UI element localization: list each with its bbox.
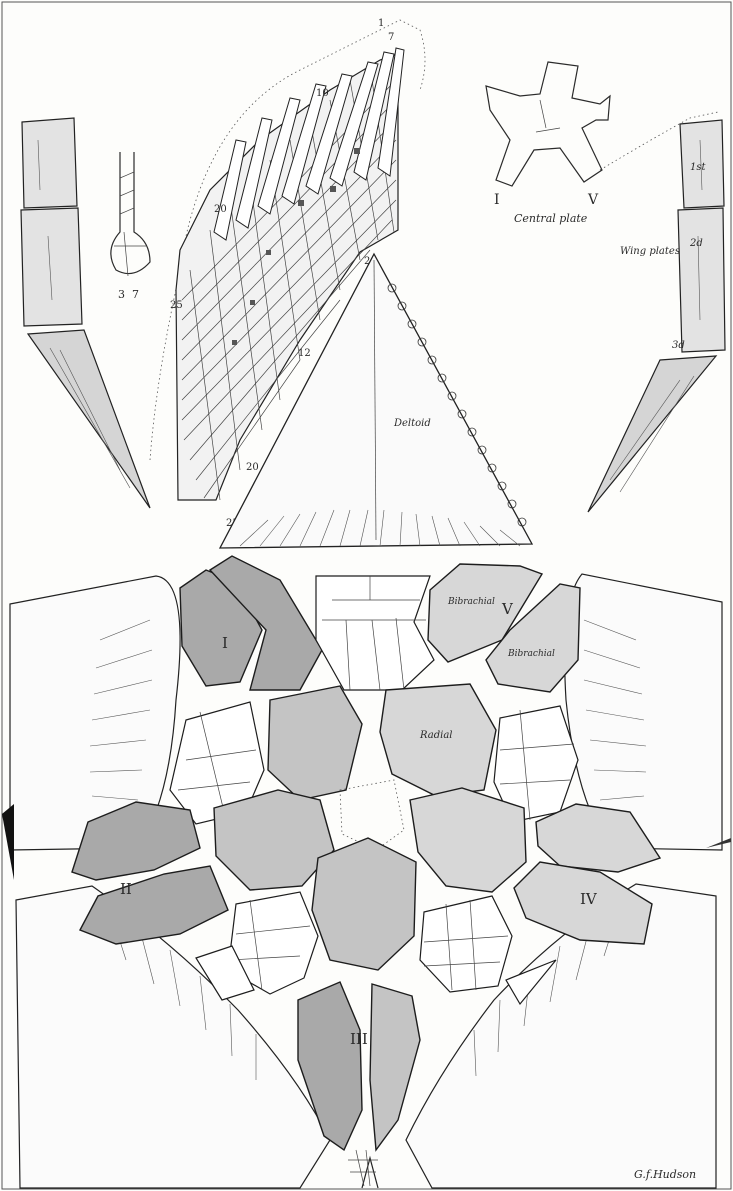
central-plate-numeral-v: V <box>587 192 599 208</box>
right-wing-plates: 1st 2d 3d <box>588 120 725 512</box>
right-wing-plate-3 <box>588 356 716 512</box>
left-wing-plates <box>21 118 150 508</box>
right-wing-plate-2 <box>678 208 725 352</box>
lancet-number-12: 12 <box>298 348 311 359</box>
radial-label: Radial <box>419 730 452 741</box>
lancet-number-10: 10 <box>316 88 329 99</box>
small-lancet-detail: 3 7 <box>111 152 150 301</box>
lancet-number-20b: 20 <box>246 462 259 473</box>
ray-numeral-v: V <box>501 600 514 618</box>
lancet-number-25: 25 <box>170 300 183 311</box>
bibrachial-plate-iii-right <box>370 984 420 1150</box>
left-wing-plate-3 <box>28 330 150 508</box>
artist-signature: G.f.Hudson <box>634 1168 696 1181</box>
central-plate-figure: I V Central plate <box>486 62 610 225</box>
detail-number-7: 7 <box>132 288 139 301</box>
central-plate-numeral-i: I <box>494 192 500 208</box>
bibrachial-label-1: Bibrachial <box>447 597 495 607</box>
wing-number-second: 2d <box>689 238 703 249</box>
wing-number-third: 3d <box>672 340 685 351</box>
lancet-number-top-a: 1 <box>378 18 384 29</box>
lancet-number-20: 20 <box>214 204 227 215</box>
ray-numeral-ii: II <box>120 880 132 898</box>
lancet-number-top-b: 7 <box>388 32 394 43</box>
wing-plates-label: Wing plates <box>620 246 680 257</box>
left-side-marker <box>2 804 14 880</box>
ray-numeral-iv: IV <box>580 890 598 908</box>
detail-number-3: 3 <box>118 288 125 301</box>
deltoid-label: Deltoid <box>393 418 431 429</box>
radial-plate-i <box>268 686 362 800</box>
central-plate-star <box>486 62 610 186</box>
interradial-mosaic-top <box>316 576 434 690</box>
bibrachial-label-2: Bibrachial <box>507 649 555 659</box>
left-wing-plate-2 <box>21 208 82 326</box>
wing-number-first: 1st <box>690 162 706 173</box>
left-wing-plate-1 <box>22 118 77 208</box>
interradial-mosaic-lower-right <box>420 896 512 992</box>
ray-numeral-i: I <box>222 634 228 652</box>
ray-numeral-iii: III <box>350 1030 368 1048</box>
radial-plate-iii <box>312 838 416 970</box>
radial-plate-iv <box>410 788 526 892</box>
central-plate-label: Central plate <box>514 212 588 225</box>
